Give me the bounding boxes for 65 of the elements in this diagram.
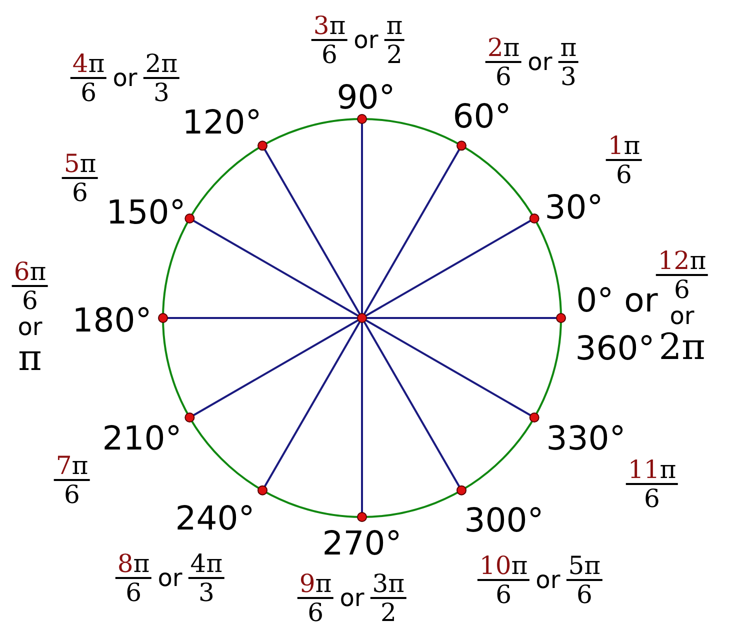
or-word: or (18, 315, 42, 339)
degree-label: 240° (175, 502, 255, 534)
degree-label: 180° (72, 304, 152, 336)
radian-fraction: π 3 (558, 35, 579, 89)
radian-fraction: 5π 6 (566, 553, 603, 607)
radian-fraction: π 2 (384, 13, 405, 67)
radian-fraction: 8π 6 (115, 551, 152, 605)
radian-fraction: 2π 6 (485, 35, 522, 89)
angle-point (556, 313, 566, 323)
radian-label: 2π (658, 330, 706, 366)
radius-line (193, 319, 359, 416)
or-word: or (354, 28, 378, 52)
angle-point (184, 214, 195, 224)
angle-point (158, 313, 168, 323)
degree-label: 0° or (576, 284, 658, 316)
or-word: or (536, 568, 560, 592)
angle-point (258, 485, 268, 496)
degree-label: 360° (575, 332, 655, 364)
radius-line (264, 321, 361, 487)
angle-point (456, 485, 466, 496)
degree-label: 90° (336, 80, 396, 114)
or-word: or (340, 586, 364, 610)
center-point (357, 313, 367, 323)
radian-fraction: 1π 6 (606, 133, 642, 187)
angle-point (184, 412, 195, 422)
radian-fraction: 3π 6 (311, 13, 348, 67)
angle-point (456, 140, 466, 151)
radian-label: π (18, 341, 42, 377)
radian-fraction: 9π 6 (297, 571, 334, 625)
degree-label: 270° (322, 526, 402, 560)
radius-line (361, 124, 363, 314)
radian-fraction: 3π 2 (370, 571, 407, 625)
degree-label: 60° (452, 100, 512, 132)
radian-fraction: 10π 6 (477, 553, 530, 607)
radian-fraction: 5π 6 (62, 151, 98, 205)
radius-line (363, 321, 460, 487)
or-word: or (528, 50, 552, 74)
degree-label: 210° (102, 422, 182, 454)
radius-line (193, 220, 359, 317)
angle-point (258, 140, 268, 151)
radius-line (366, 317, 556, 319)
radian-fraction: 7π 6 (54, 453, 90, 507)
angle-point (529, 214, 540, 224)
radius-line (361, 322, 363, 512)
or-word: or (670, 304, 694, 328)
or-word: or (112, 66, 138, 90)
degree-label: 30° (544, 190, 604, 224)
radius-line (168, 317, 358, 319)
radian-fraction: 6π 6 (12, 259, 48, 313)
radius-line (365, 319, 531, 416)
angle-point (357, 512, 367, 522)
radius-line (363, 149, 460, 315)
radian-fraction: 2π 3 (143, 51, 180, 105)
degree-label: 150° (106, 196, 186, 228)
radian-fraction: 4π 6 (70, 51, 107, 105)
or-word: or (158, 566, 182, 590)
radius-line (264, 149, 361, 315)
degree-label: 330° (546, 422, 626, 454)
degree-label: 120° (182, 106, 262, 138)
radian-fraction: 4π 3 (188, 551, 225, 605)
angle-point (529, 412, 540, 422)
degree-label: 300° (464, 504, 544, 536)
radian-fraction: 11π 6 (626, 457, 678, 511)
angle-point (357, 114, 367, 124)
radius-line (365, 220, 531, 317)
